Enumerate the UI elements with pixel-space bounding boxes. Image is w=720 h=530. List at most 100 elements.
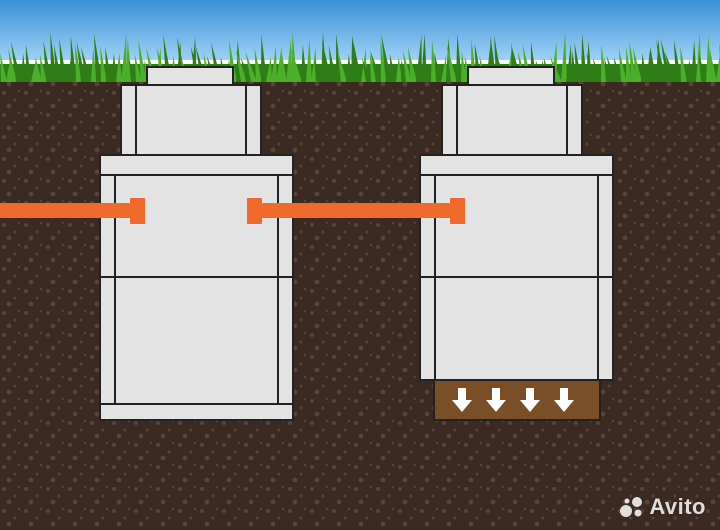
grass-blade: [346, 53, 352, 82]
grass-blade: [138, 39, 147, 82]
grass-blade: [673, 39, 682, 82]
grass-blade: [76, 41, 87, 82]
grass-blade: [40, 54, 47, 82]
grass-blade: [337, 49, 347, 82]
settling-tank-lid: [146, 66, 234, 86]
grass-blade: [271, 46, 277, 82]
settling-tank-bottom-slab: [99, 403, 294, 421]
grass-blade: [301, 44, 307, 82]
grass-blade: [396, 56, 402, 82]
grass-blade: [691, 40, 697, 82]
grass-blade: [571, 51, 577, 82]
grass-blade: [613, 56, 622, 82]
grass-blade: [53, 44, 62, 82]
grass-blade: [586, 53, 597, 82]
grass-blade: [0, 53, 7, 82]
grass-blade: [280, 48, 287, 82]
grass-blade: [593, 58, 602, 82]
settling-tank: [99, 66, 294, 421]
grass-blade: [25, 44, 32, 82]
settling-tank-ring-upper: [99, 174, 294, 278]
drain-arrow-down-icon: [486, 388, 506, 412]
drain-arrow-down-icon: [452, 388, 472, 412]
grass-blade: [716, 55, 720, 82]
grass-blade: [446, 43, 457, 82]
grass-blade: [441, 55, 447, 82]
grass-blade: [245, 51, 257, 82]
grass-blade: [276, 47, 282, 82]
filter-well: [419, 66, 614, 421]
grass-blade: [314, 58, 322, 82]
grass-blade: [352, 36, 362, 82]
grass-blade: [91, 48, 97, 82]
grass-blade: [266, 56, 272, 82]
grass-blade: [10, 41, 22, 82]
grass-blade: [550, 55, 562, 82]
grass-blade: [626, 47, 632, 82]
filter-well-cover-slab: [419, 154, 614, 176]
grass-blade: [706, 34, 712, 82]
grass-blade: [574, 42, 582, 82]
grass-blade: [389, 53, 397, 82]
grass-blade: [618, 48, 627, 82]
grass-blade: [66, 57, 72, 82]
watermark-brand: Avito: [649, 494, 706, 519]
filter-well-neck: [441, 84, 583, 156]
grass-blade: [629, 41, 637, 82]
grass-blade: [656, 39, 667, 82]
grass-blade: [361, 57, 372, 82]
grass-blade: [633, 46, 642, 82]
grass-blade: [461, 50, 467, 82]
grass-blade: [606, 55, 617, 82]
grass-blade: [709, 48, 717, 82]
grass-blade: [59, 38, 67, 82]
grass-blade: [128, 59, 137, 82]
grass-blade: [566, 44, 572, 82]
grass-blade: [134, 53, 142, 82]
grass-blade: [306, 38, 312, 82]
grass-blade: [381, 34, 392, 82]
grass-blade: [21, 53, 27, 82]
avito-dots-logo-icon: [620, 497, 643, 517]
grass-blade: [43, 41, 52, 82]
grass-blade: [254, 47, 262, 82]
avito-watermark: Avito: [619, 494, 706, 520]
grass-blade: [286, 37, 292, 82]
grass-blade: [116, 52, 122, 82]
grass-blade: [434, 52, 442, 82]
grass-blade: [456, 33, 462, 82]
filter-well-ring-lower: [419, 276, 614, 381]
settling-tank-neck: [120, 84, 262, 156]
grass-blade: [407, 46, 417, 82]
grass-blade: [686, 59, 692, 82]
grass-blade: [641, 52, 647, 82]
grass-blade: [370, 50, 382, 82]
grass-blade: [121, 32, 127, 82]
drain-arrow-down-icon: [520, 388, 540, 412]
grass-blade: [70, 35, 77, 82]
drain-arrow-down-icon: [554, 388, 574, 412]
grass-blade: [698, 53, 707, 82]
grass-blade: [290, 47, 302, 82]
grass-blade: [111, 53, 117, 82]
grass-blade: [35, 56, 42, 82]
inlet-pipe: [0, 198, 145, 224]
grass-blade: [581, 33, 587, 82]
drain-arrows: [452, 388, 574, 412]
grass-blade: [240, 57, 252, 82]
grass-blade: [422, 57, 432, 82]
settling-tank-ring-lower: [99, 276, 294, 405]
filter-well-lid: [467, 66, 555, 86]
settling-tank-cover-slab: [99, 154, 294, 176]
grass-blade: [81, 47, 92, 82]
grass-blade: [561, 32, 567, 82]
transfer-pipe: [247, 198, 465, 224]
grass-blade: [31, 58, 37, 82]
grass-blade: [100, 46, 107, 82]
grass-blade: [261, 34, 267, 82]
grass-blade: [665, 52, 677, 82]
sky: [0, 0, 720, 60]
grass-blade: [328, 45, 337, 82]
